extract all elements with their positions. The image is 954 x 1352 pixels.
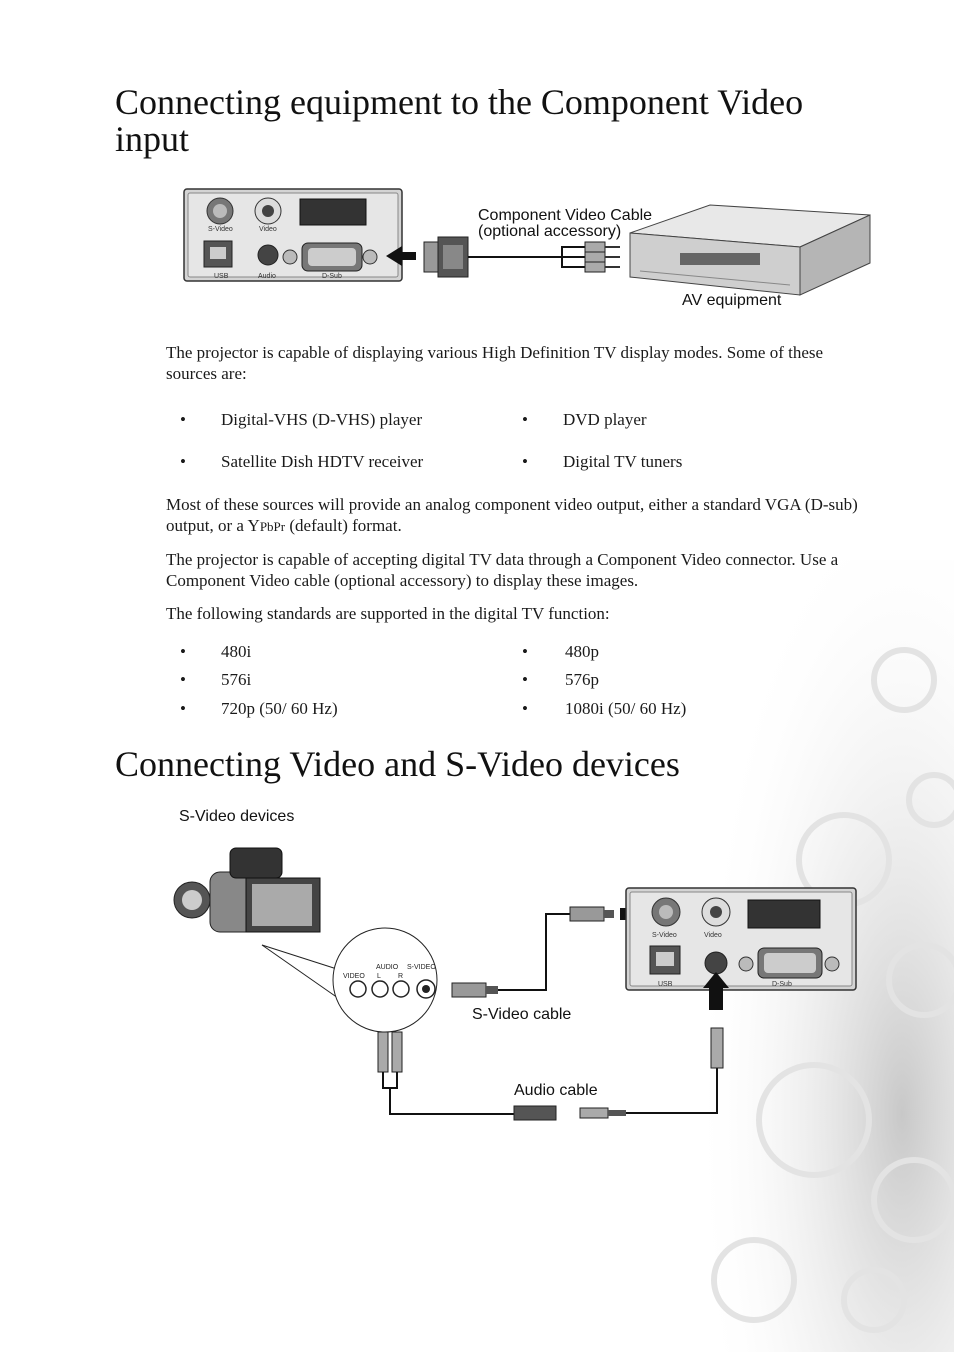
svideo-connection-diagram: S-Video devices AUDIO S-VIDEO VIDEO L R	[173, 808, 857, 1121]
cable-label-line2: (optional accessory)	[478, 223, 621, 240]
svg-text:AUDIO: AUDIO	[376, 964, 399, 971]
digital-tv-paragraph: The projector is capable of accepting di…	[166, 550, 839, 590]
projector-panel: S-Video Video USB Audio D-Sub	[183, 188, 403, 282]
svideo-cable-label: S-Video cable	[472, 1006, 571, 1023]
section-heading-component-video: Connecting equipment to the Component Vi…	[115, 82, 804, 159]
projector-panel: S-Video Video USB D-Sub	[625, 887, 857, 991]
svg-text:S-Video: S-Video	[652, 932, 677, 939]
connect-arrow	[386, 246, 416, 266]
port-label-usb: USB	[214, 273, 229, 280]
svg-text:USB: USB	[658, 981, 673, 988]
svg-text:L: L	[377, 973, 381, 980]
svg-text:R: R	[398, 973, 403, 980]
camcorder-ports-callout: AUDIO S-VIDEO VIDEO L R	[332, 927, 438, 1033]
audio-cable-label: Audio cable	[514, 1082, 598, 1099]
av-equipment-illustration	[629, 204, 871, 296]
component-video-diagram: S-Video Video USB Audio D-Sub Component …	[183, 188, 871, 309]
svg-text:S-VIDEO: S-VIDEO	[407, 964, 436, 971]
port-label-video: Video	[259, 226, 277, 233]
svg-text:VIDEO: VIDEO	[343, 973, 365, 980]
av-equipment-label: AV equipment	[682, 292, 782, 309]
section-heading-svideo: Connecting Video and S-Video devices	[115, 744, 680, 784]
port-label-svideo: S-Video	[208, 226, 233, 233]
standards-intro: The following standards are supported in…	[166, 604, 610, 623]
analog-output-paragraph: Most of these sources will provide an an…	[166, 495, 858, 535]
port-label-dsub: D-Sub	[322, 273, 342, 280]
intro-paragraph: The projector is capable of displaying v…	[166, 343, 824, 383]
port-label-audio: Audio	[258, 273, 276, 280]
svideo-devices-label: S-Video devices	[179, 808, 294, 825]
svg-text:D-Sub: D-Sub	[772, 981, 792, 988]
camcorder-illustration	[173, 847, 321, 933]
vga-plug	[423, 236, 620, 278]
cable-label-line1: Component Video Cable	[478, 207, 652, 224]
svg-text:Video: Video	[704, 932, 722, 939]
